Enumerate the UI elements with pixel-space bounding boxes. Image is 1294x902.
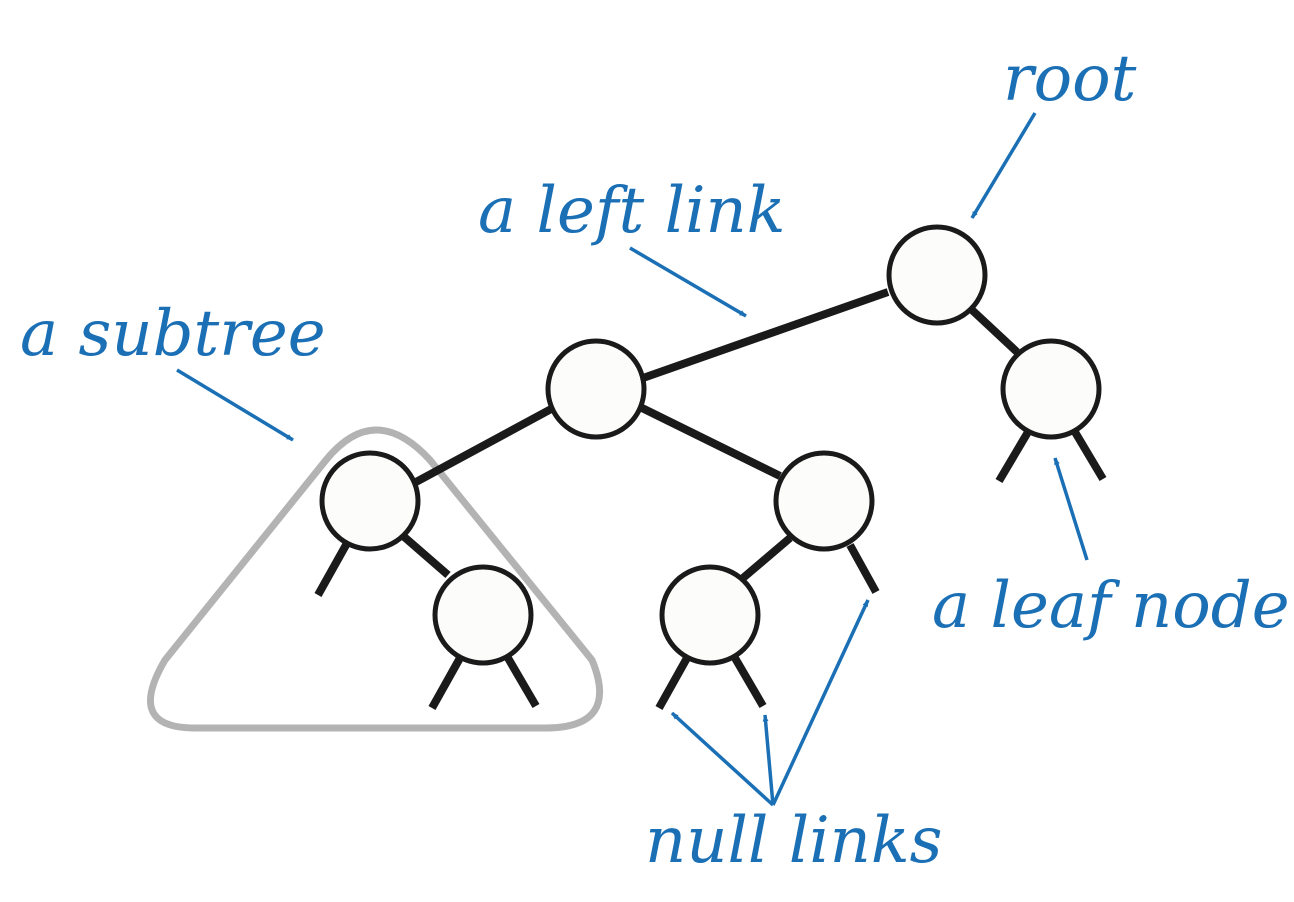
tree-edges xyxy=(399,288,1020,582)
annotation-arrows xyxy=(176,112,1089,807)
null-link xyxy=(1071,429,1107,482)
root-arrow xyxy=(970,112,1037,219)
subtree-arrow xyxy=(176,368,294,442)
root-node xyxy=(886,224,988,326)
left-link-arrow xyxy=(629,246,747,318)
null-link xyxy=(428,656,464,710)
left-link-label: a left link xyxy=(478,174,786,248)
tree-node xyxy=(432,564,534,666)
null-link xyxy=(846,543,880,594)
edge-d-to-left-child xyxy=(740,534,793,582)
edge-a-to-right-child xyxy=(636,402,782,480)
leaf-node xyxy=(1000,338,1102,440)
edge-root-to-left-child xyxy=(641,288,890,382)
null-links-arrow xyxy=(771,599,870,806)
null-link xyxy=(314,543,350,597)
null-link xyxy=(655,656,691,710)
tree-nodes xyxy=(319,224,1102,666)
null-link-stubs xyxy=(314,429,1107,710)
null-links-label: null links xyxy=(645,804,943,878)
tree-node xyxy=(545,338,647,440)
subtree-outline xyxy=(147,426,604,732)
edge-subtree-root-to-child xyxy=(399,531,451,579)
tree-node xyxy=(659,564,761,666)
annotation-labels: root a left link a subtree a leaf node n… xyxy=(20,42,1290,878)
subtree-label: a subtree xyxy=(20,297,326,371)
edge-a-to-subtree-root xyxy=(414,404,555,486)
root-label: root xyxy=(1003,42,1137,116)
leaf-node-arrow xyxy=(1053,457,1089,561)
edge-root-to-right-child xyxy=(969,307,1020,355)
null-links-arrow xyxy=(670,711,775,807)
null-links-arrow xyxy=(762,714,775,806)
null-link xyxy=(731,655,767,709)
subtree-root-node xyxy=(319,450,421,552)
leaf-node-label: a leaf node xyxy=(932,569,1290,643)
null-link xyxy=(504,655,540,709)
null-link xyxy=(995,429,1032,484)
tree-node xyxy=(773,450,875,552)
